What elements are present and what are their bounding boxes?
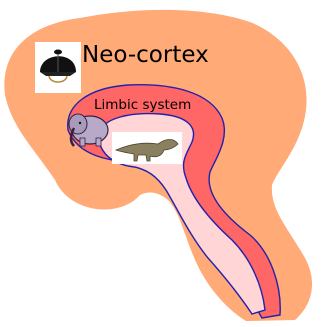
- riding-helmet-icon: [35, 42, 81, 93]
- limbic-system-label: Limbic system: [94, 99, 191, 113]
- dinosaur-icon: [112, 132, 182, 164]
- neocortex-label: Neo-cortex: [82, 44, 209, 67]
